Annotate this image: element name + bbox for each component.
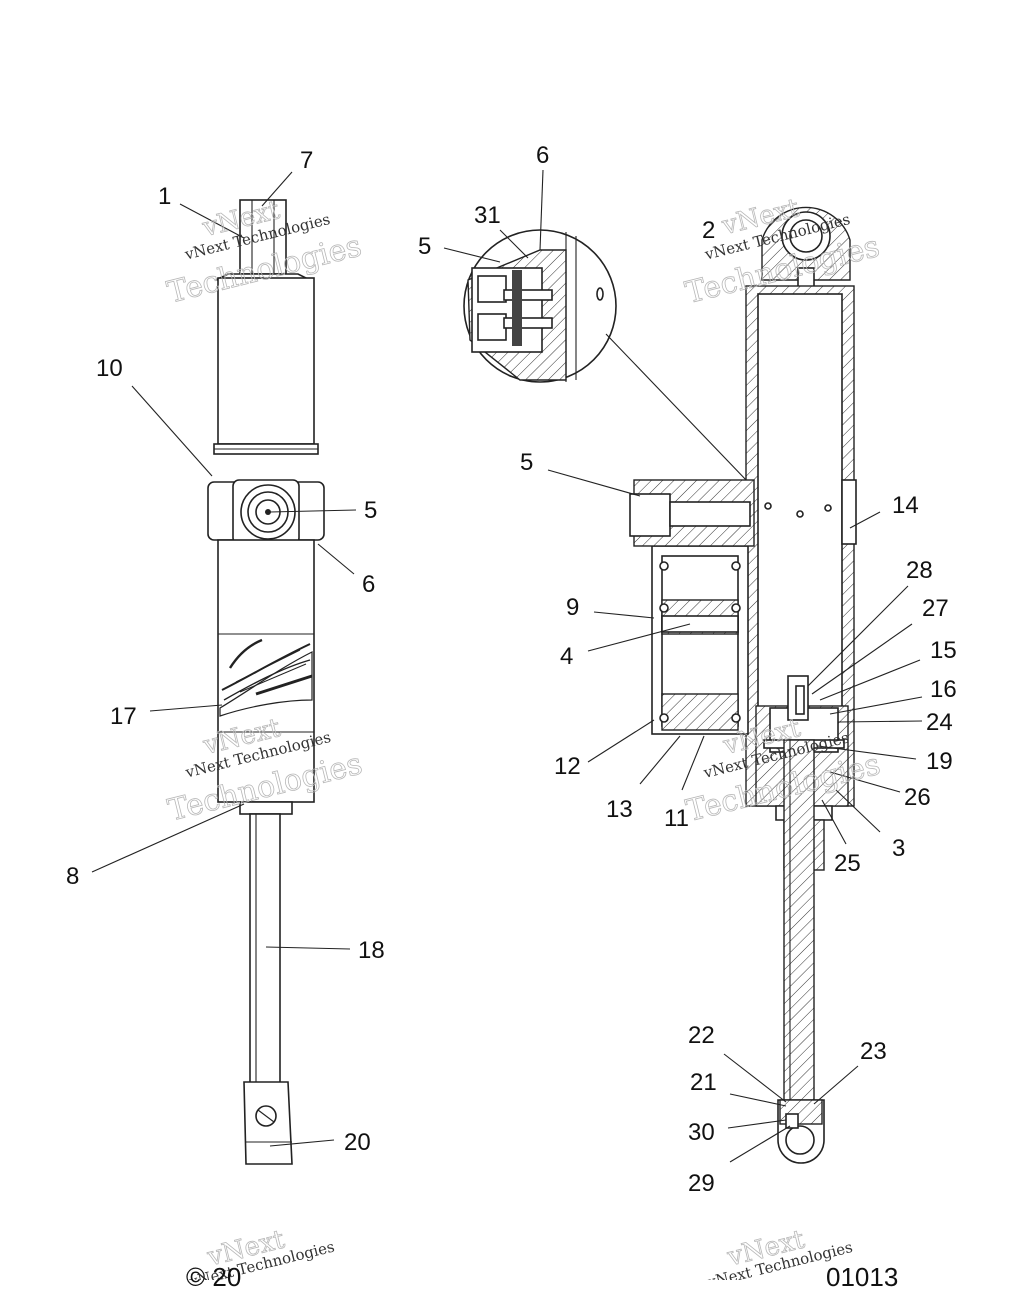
callout-30: 30 [688,1119,715,1146]
detail-view [463,229,749,483]
upper-body [217,277,315,445]
footer-part-number: 01013 [826,1262,899,1292]
callout-26: 26 [904,784,931,811]
callout-22: 22 [688,1022,715,1049]
callout-27: 27 [922,595,949,622]
callout-19: 19 [926,748,953,775]
callout-5-section: 5 [520,449,533,476]
top-eyelet [239,199,287,275]
callout-15: 15 [930,637,957,664]
callout-9: 9 [566,594,579,621]
callout-16: 16 [930,676,957,703]
body-decal [219,638,313,717]
callout-24: 24 [926,709,953,736]
callout-11: 11 [664,805,689,832]
callout-5-detail: 5 [418,233,431,260]
callout-6-left: 6 [362,571,375,598]
leader-lines [91,169,923,1163]
callout-14: 14 [892,492,919,519]
callout-3: 3 [892,835,905,862]
callout-8: 8 [66,863,79,890]
footer-copyright: © 20 [186,1262,242,1292]
shock-exterior-view [207,199,325,1165]
callout-5-left: 5 [364,497,377,524]
callout-4: 4 [560,643,573,670]
shock-cross-section [629,206,857,1164]
callout-21: 21 [690,1069,717,1096]
callout-23: 23 [860,1038,887,1065]
callout-1: 1 [158,183,171,210]
callout-28: 28 [906,557,933,584]
callout-17: 17 [110,703,137,730]
callout-labels: 1 7 10 5 6 17 8 18 20 6 31 5 2 5 14 28 2… [66,142,957,1197]
callout-31: 31 [474,202,501,229]
callout-10: 10 [96,355,123,382]
callout-18: 18 [358,937,385,964]
callout-25: 25 [834,850,861,877]
callout-6-detail: 6 [536,142,549,169]
callout-29: 29 [688,1170,715,1197]
section-shaft [783,739,815,1121]
callout-20: 20 [344,1129,371,1156]
callout-12: 12 [554,753,581,780]
callout-2: 2 [702,217,715,244]
shaft [249,813,281,1085]
callout-13: 13 [606,796,633,823]
callout-7: 7 [300,147,313,174]
